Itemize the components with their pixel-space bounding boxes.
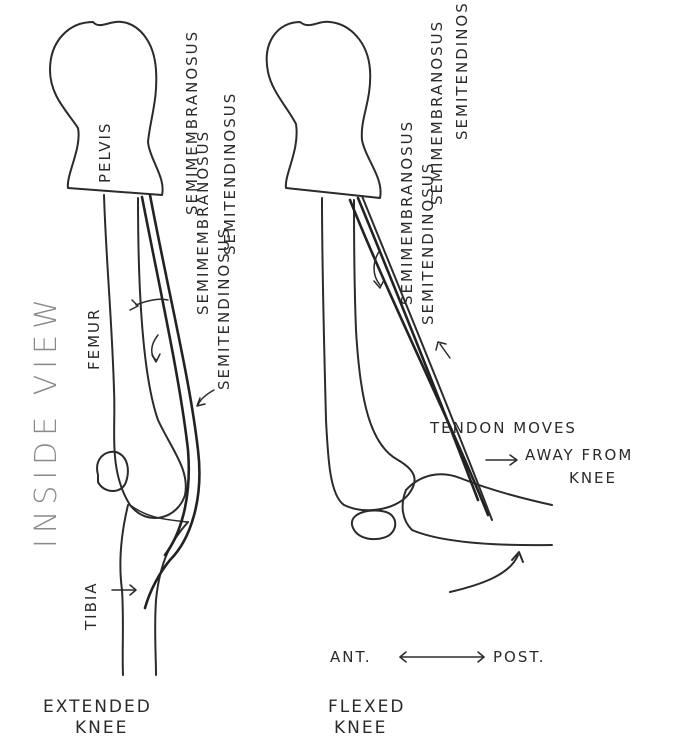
flexed-knee-figure [267,22,552,662]
left-caption-line2: KNEE [75,718,128,737]
right-lower-muscle-label-2: SEMITENDINOSUS [419,162,437,325]
left-femur-label: FEMUR [85,308,103,370]
post-label: POST. [493,648,546,666]
left-lower-muscle-label-1: SEMIMEMBRANOSUS [194,130,212,315]
right-upper-muscle-label-2: SEMITENDINOSUS [453,0,471,140]
right-note-line2: AWAY FROM [525,446,633,464]
right-caption-line2: KNEE [334,718,387,737]
left-pelvis-label: PELVIS [96,122,114,183]
left-caption-line1: EXTENDED [43,697,152,717]
right-note-line3: KNEE [569,469,617,487]
side-title: INSIDE VIEW [29,293,64,548]
left-patella-shape [97,452,128,491]
right-note-line1: TENDON MOVES [429,419,577,437]
right-hamstring-1 [358,198,478,500]
left-lower-muscle-label-2: SEMITENDINOSUS [215,227,233,390]
left-tibia-label: TIBIA [82,581,100,631]
right-patella-shape [352,511,395,540]
right-pelvis-shape [267,22,381,198]
ant-label: ANT. [330,648,372,666]
right-lower-muscle-label-1: SEMIMEMBRANOSUS [398,120,416,305]
right-caption-line1: FLEXED [328,697,405,717]
